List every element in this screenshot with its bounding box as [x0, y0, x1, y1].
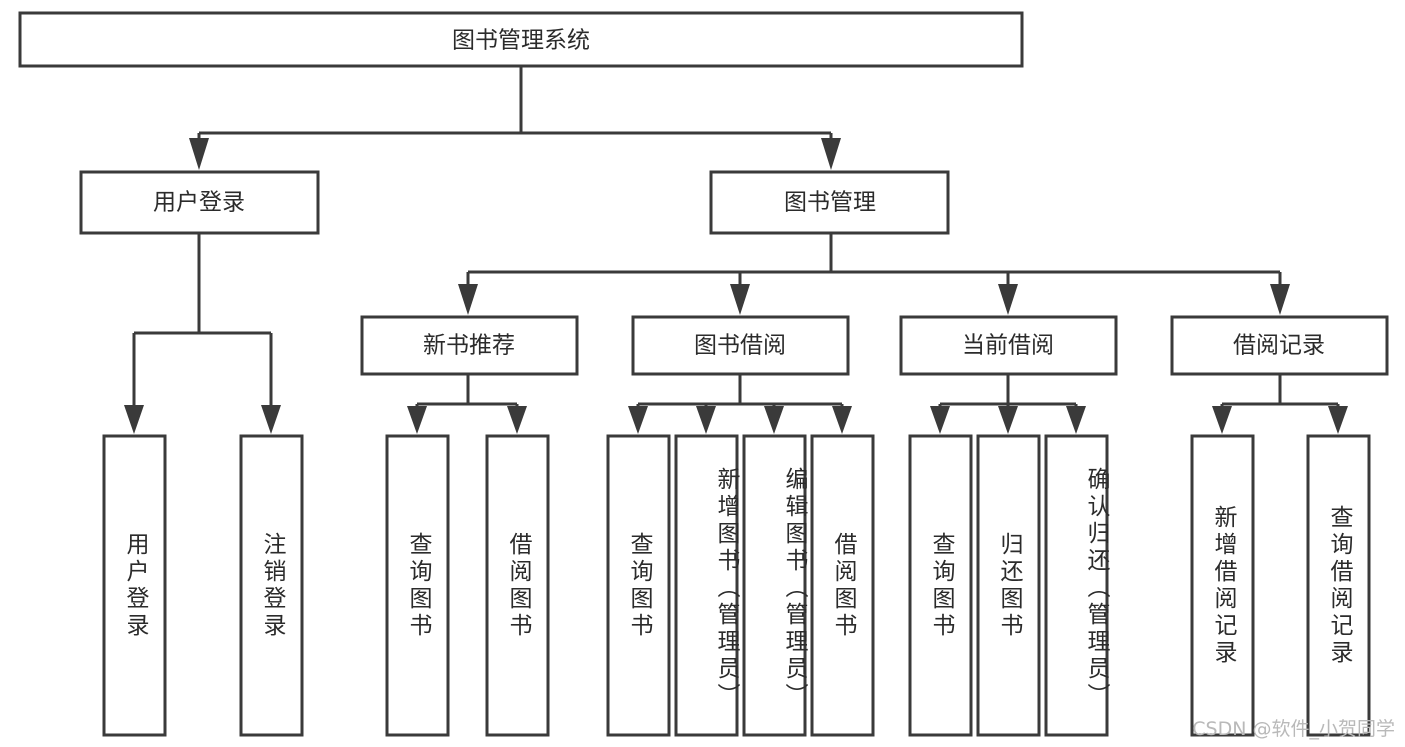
node-box-leaf-borrow-book-2[interactable]	[810, 434, 875, 737]
node-label-new-book-recommend: 新书推荐	[423, 333, 515, 359]
arrow-head-leaf-query-book-3	[930, 406, 950, 434]
arrow-head-user-login	[189, 138, 209, 170]
node-label-book-management: 图书管理	[784, 190, 876, 216]
node-box-leaf-user-login[interactable]	[102, 434, 167, 737]
arrow-head-leaf-user-login	[124, 405, 144, 434]
node-box-leaf-borrow-book-1[interactable]	[485, 434, 550, 737]
arrow-head-leaf-query-record	[1328, 406, 1348, 434]
arrow-head-leaf-add-record	[1212, 406, 1232, 434]
connector-group-root	[189, 66, 841, 170]
node-label-user-login: 用户登录	[153, 190, 245, 216]
node-box-current-borrow[interactable]	[899, 315, 1118, 376]
arrow-head-book-mgmt	[821, 138, 841, 170]
arrow-head-leaf-edit-book	[764, 406, 784, 434]
arrow-head-borrow-record	[1270, 284, 1290, 315]
node-box-leaf-edit-book[interactable]	[742, 434, 807, 737]
arrow-head-leaf-query-book-2	[628, 406, 648, 434]
arrow-head-leaf-logout	[261, 405, 281, 434]
node-box-leaf-add-book[interactable]	[674, 434, 739, 737]
connector-group-borrow-record	[1212, 375, 1348, 434]
connector-group-book-borrow	[628, 375, 852, 434]
node-box-leaf-query-record[interactable]	[1306, 434, 1371, 737]
node-box-leaf-query-book-2[interactable]	[606, 434, 671, 737]
node-box-borrow-record[interactable]	[1170, 315, 1389, 376]
arrow-head-leaf-confirm-return	[1066, 406, 1086, 434]
node-label-root: 图书管理系统	[452, 28, 590, 54]
node-label-book-borrow: 图书借阅	[694, 333, 786, 359]
node-box-leaf-query-book-1[interactable]	[385, 434, 450, 737]
node-box-root[interactable]	[18, 11, 1024, 68]
node-box-leaf-logout[interactable]	[239, 434, 304, 737]
connector-group-current-borrow	[930, 375, 1086, 434]
watermark-text: CSDN @软件_小贺同学	[1192, 718, 1395, 740]
arrow-head-leaf-borrow-book-1	[507, 406, 527, 434]
node-box-leaf-add-record[interactable]	[1190, 434, 1255, 737]
node-label-current-borrow: 当前借阅	[962, 333, 1054, 359]
arrow-head-new-book	[458, 284, 478, 315]
node-box-leaf-query-book-3[interactable]	[908, 434, 973, 737]
arrow-head-leaf-query-book-1	[407, 406, 427, 434]
node-box-book-management[interactable]	[709, 170, 950, 235]
arrow-head-leaf-add-book	[696, 406, 716, 434]
connector-group-new-book	[407, 375, 527, 434]
node-box-book-borrow[interactable]	[631, 315, 850, 376]
node-box-leaf-return-book[interactable]	[976, 434, 1041, 737]
node-box-user-login[interactable]	[79, 170, 320, 235]
arrow-head-leaf-return-book	[998, 406, 1018, 434]
arrow-head-book-borrow	[730, 284, 750, 315]
node-box-leaf-confirm-return[interactable]	[1044, 434, 1109, 737]
node-label-borrow-record: 借阅记录	[1233, 333, 1325, 359]
arrow-head-current-borrow	[998, 284, 1018, 315]
node-box-new-book-recommend[interactable]	[360, 315, 579, 376]
connector-group-user-login	[124, 233, 281, 434]
arrow-head-leaf-borrow-book-2	[832, 406, 852, 434]
connector-group-book-mgmt	[458, 233, 1290, 315]
